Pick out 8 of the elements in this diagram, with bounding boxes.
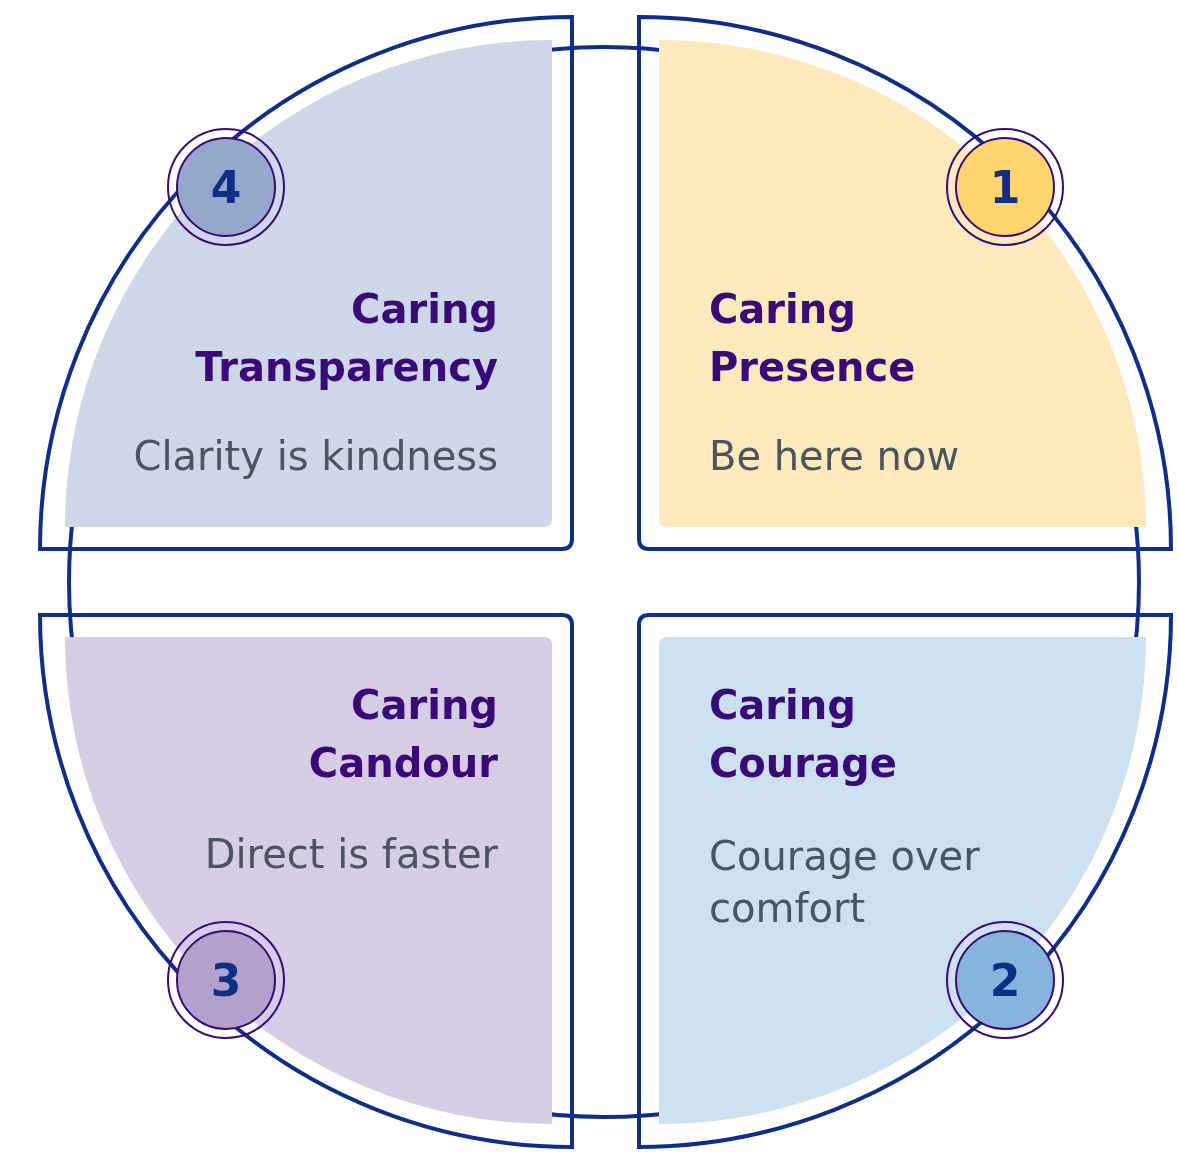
quadrant-tagline: Direct is faster (203, 830, 498, 879)
quadrant-title: Caring Presence (709, 285, 917, 392)
quadrant-tagline: Be here now (709, 432, 961, 481)
quadrant-tagline: Clarity is kindness (132, 432, 498, 481)
quadrant-title: Caring Candour (307, 681, 498, 788)
quadrant-title: Caring Courage (709, 681, 898, 788)
quadrant-title: Caring Transparency (194, 285, 498, 392)
quadrant-tagline: Courage over comfort (709, 832, 981, 933)
